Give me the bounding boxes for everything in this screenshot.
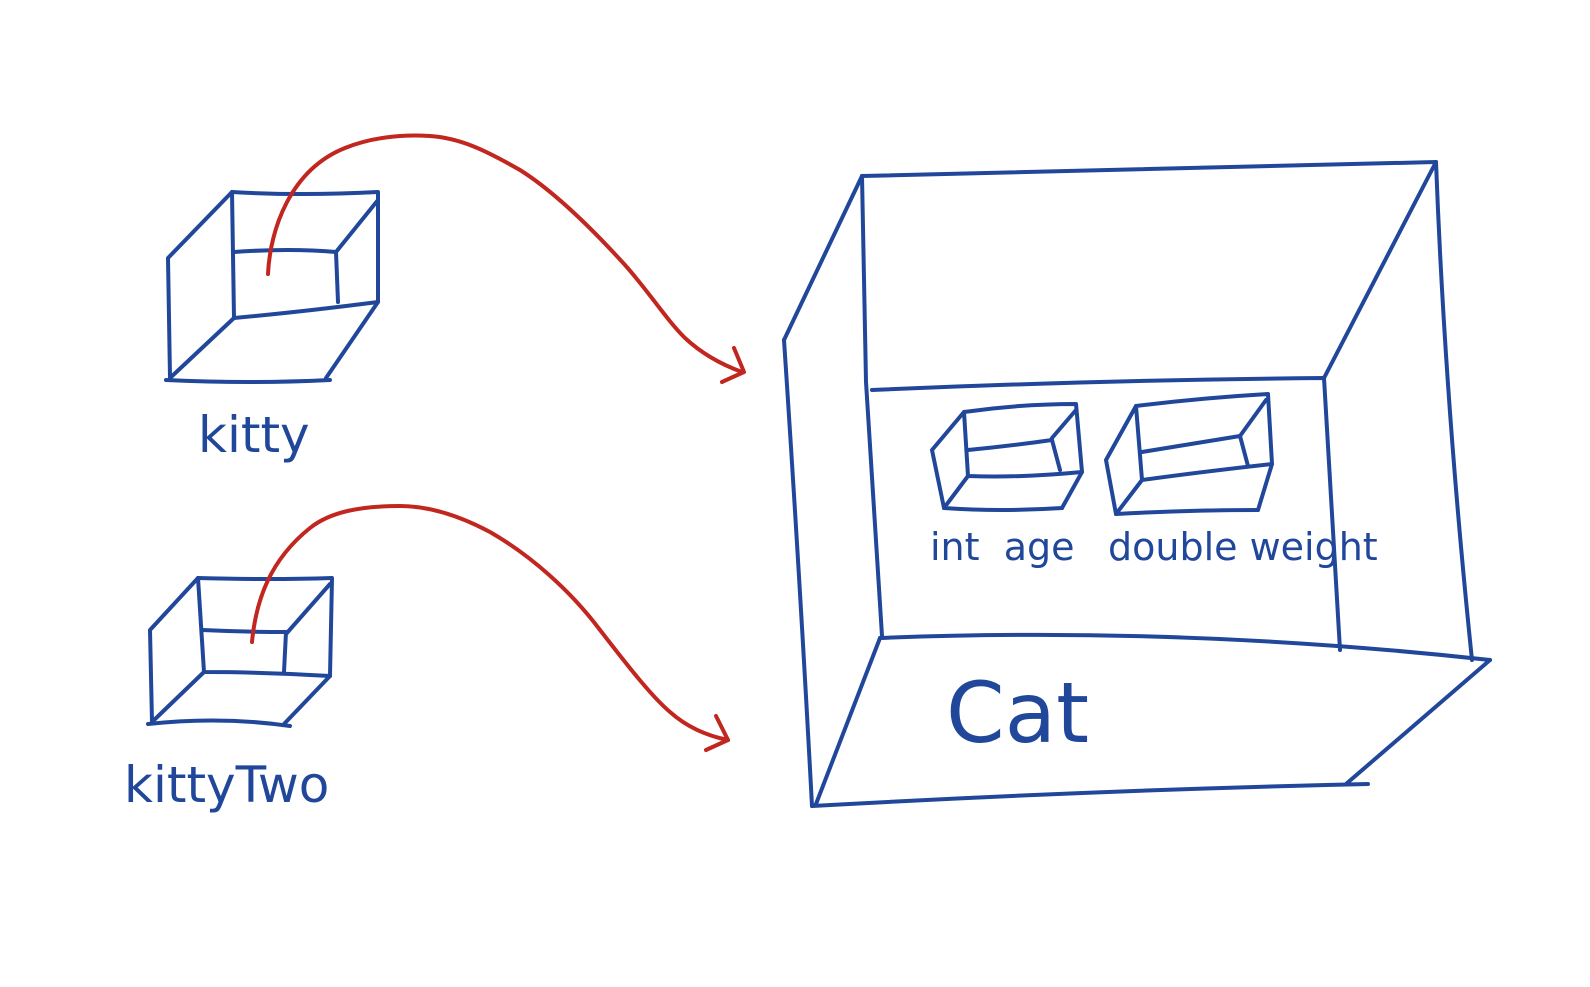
object-box-cat <box>782 160 1492 808</box>
field-label-age: int age <box>930 525 1075 569</box>
variable-label-kittytwo: kittyTwo <box>124 756 329 814</box>
variable-box-kitty <box>164 190 380 384</box>
reference-arrow-kitty <box>266 133 746 384</box>
variable-label-kitty: kitty <box>198 406 310 464</box>
field-box-age <box>930 402 1084 512</box>
variable-box-kittytwo <box>146 576 334 728</box>
field-label-weight: double weight <box>1108 525 1378 569</box>
field-box-weight <box>1104 392 1274 516</box>
reference-arrow-kittytwo <box>250 504 730 752</box>
class-label-cat: Cat <box>946 664 1089 762</box>
